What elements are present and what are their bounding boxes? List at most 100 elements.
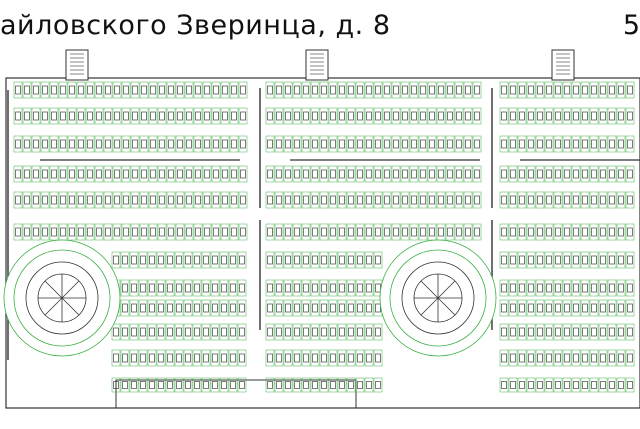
- parking-space: [120, 377, 130, 393]
- car-symbol: [384, 195, 390, 205]
- parking-space: [472, 191, 482, 209]
- car-symbol: [195, 195, 201, 205]
- car-symbol: [303, 381, 309, 389]
- parking-space: [337, 349, 347, 367]
- car-symbol: [222, 85, 228, 95]
- parking-space: [598, 299, 608, 317]
- parking-space: [130, 107, 140, 125]
- parking-space: [67, 135, 77, 153]
- car-symbol: [600, 283, 606, 293]
- car-symbol: [411, 85, 417, 95]
- parking-space: [292, 191, 302, 209]
- car-symbol: [600, 303, 606, 313]
- car-symbol: [555, 353, 561, 363]
- parking-space: [228, 349, 238, 367]
- car-symbol: [24, 111, 30, 121]
- parking-space: [111, 377, 121, 393]
- parking-space: [229, 135, 239, 153]
- parking-space: [283, 279, 293, 297]
- parking-space: [139, 191, 149, 209]
- car-symbol: [573, 111, 579, 121]
- parking-space: [147, 251, 157, 269]
- parking-space: [301, 81, 311, 99]
- parking-space: [237, 377, 247, 393]
- parking-space: [454, 135, 464, 153]
- parking-space: [544, 377, 554, 393]
- car-symbol: [357, 303, 363, 313]
- parking-space: [508, 251, 518, 269]
- car-symbol: [141, 85, 147, 95]
- car-symbol: [474, 169, 480, 179]
- car-symbol: [618, 227, 624, 237]
- car-symbol: [60, 85, 66, 95]
- parking-space: [147, 279, 157, 297]
- car-symbol: [204, 227, 210, 237]
- car-symbol: [303, 327, 309, 337]
- car-symbol: [186, 111, 192, 121]
- car-symbol: [113, 255, 119, 265]
- car-symbol: [537, 381, 543, 389]
- parking-space: [589, 279, 599, 297]
- car-symbol: [203, 255, 209, 265]
- parking-space: [607, 81, 617, 99]
- parking-space: [544, 81, 554, 99]
- car-symbol: [24, 139, 30, 149]
- parking-space: [183, 251, 193, 269]
- parking-space: [625, 81, 635, 99]
- parking-space: [517, 165, 527, 183]
- car-symbol: [573, 85, 579, 95]
- parking-space: [382, 223, 392, 241]
- car-symbol: [33, 195, 39, 205]
- parking-space: [517, 107, 527, 125]
- parking-space: [598, 165, 608, 183]
- parking-space: [274, 251, 284, 269]
- car-symbol: [330, 327, 336, 337]
- parking-space: [454, 81, 464, 99]
- parking-space: [310, 323, 320, 341]
- parking-space: [472, 135, 482, 153]
- parking-space: [616, 81, 626, 99]
- parking-space: [571, 165, 581, 183]
- parking-space: [508, 377, 518, 393]
- parking-space: [310, 191, 320, 209]
- car-symbol: [285, 353, 291, 363]
- parking-space: [580, 191, 590, 209]
- car-symbol: [600, 353, 606, 363]
- car-symbol: [366, 139, 372, 149]
- parking-space: [265, 165, 275, 183]
- car-symbol: [537, 111, 543, 121]
- parking-space: [201, 349, 211, 367]
- parking-space: [364, 349, 374, 367]
- car-symbol: [168, 227, 174, 237]
- parking-space: [535, 165, 545, 183]
- parking-space: [517, 191, 527, 209]
- plan-title: айловского Зверинца, д. 8: [0, 10, 391, 41]
- parking-space: [400, 135, 410, 153]
- parking-space: [85, 135, 95, 153]
- car-symbol: [618, 169, 624, 179]
- parking-space: [373, 349, 383, 367]
- car-symbol: [267, 283, 273, 293]
- parking-space: [103, 81, 113, 99]
- parking-space: [292, 323, 302, 341]
- car-symbol: [131, 353, 137, 363]
- car-symbol: [519, 255, 525, 265]
- car-symbol: [528, 353, 534, 363]
- parking-space: [229, 81, 239, 99]
- parking-space: [138, 251, 148, 269]
- car-symbol: [204, 111, 210, 121]
- car-symbol: [267, 353, 273, 363]
- car-symbol: [501, 255, 507, 265]
- car-symbol: [402, 139, 408, 149]
- parking-space: [157, 223, 167, 241]
- parking-space: [274, 223, 284, 241]
- parking-space: [112, 81, 122, 99]
- parking-space: [94, 223, 104, 241]
- parking-space: [436, 165, 446, 183]
- car-symbol: [375, 303, 381, 313]
- parking-space: [220, 191, 230, 209]
- car-symbol: [230, 381, 236, 389]
- car-symbol: [114, 139, 120, 149]
- car-symbol: [267, 327, 273, 337]
- car-symbol: [267, 303, 273, 313]
